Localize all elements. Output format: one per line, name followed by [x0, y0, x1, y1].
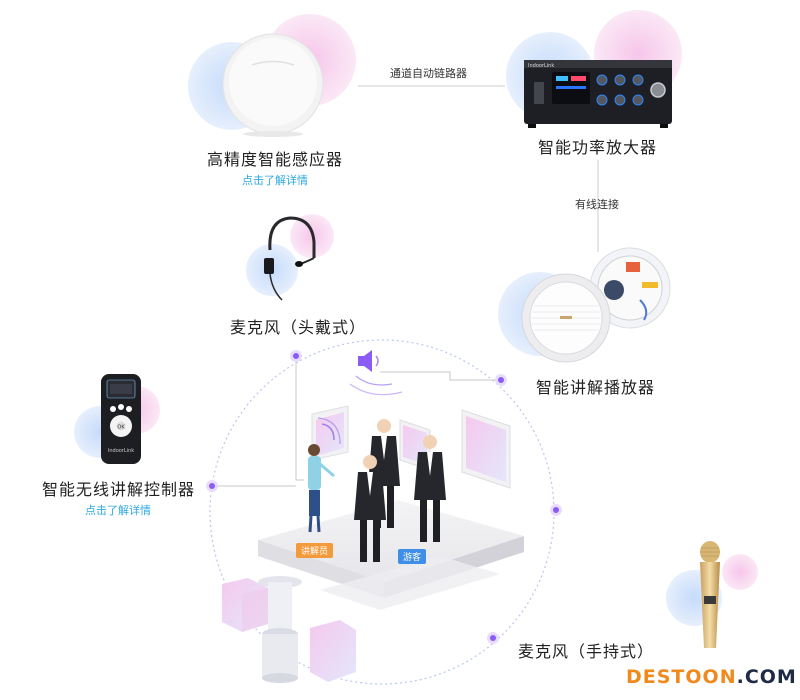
display-panel — [311, 405, 349, 461]
power-amplifier-icon: IndoorLink — [506, 10, 682, 128]
ok-button-label: OK — [117, 425, 125, 431]
circle-node-speaker — [495, 374, 507, 386]
visitor-figure — [414, 435, 446, 542]
circle-node-handheld — [487, 632, 499, 644]
circle-node-controller — [206, 480, 218, 492]
exhibition-floor — [258, 500, 524, 610]
ceiling-sensor-icon — [188, 14, 356, 137]
handheld-microphone-icon — [666, 541, 758, 648]
headset-microphone-icon — [246, 214, 334, 301]
connection-label-wired: 有线连接 — [575, 198, 619, 211]
controller-label: 智能无线讲解控制器 — [42, 480, 196, 499]
sensor-label: 高精度智能感应器 — [207, 150, 344, 169]
ceiling-speaker-icon — [498, 247, 671, 363]
handheld-mic-label: 麦克风（手持式） — [518, 642, 655, 661]
visitor-tag: 游客 — [398, 549, 427, 564]
connector-headset-scene — [295, 356, 304, 481]
connection-label-auto-link: 通道自动链路器 — [390, 67, 467, 80]
controller-brand: IndoorLink — [108, 448, 134, 454]
speaker-label: 智能讲解播放器 — [536, 378, 656, 397]
circle-node-headset — [290, 350, 302, 362]
display-block — [222, 578, 268, 632]
headset-mic-label: 麦克风（头戴式） — [230, 318, 367, 337]
display-pedestal — [258, 576, 302, 683]
amplifier-label: 智能功率放大器 — [538, 138, 658, 157]
remote-controller-icon: OK IndoorLink — [74, 374, 160, 464]
guide-figure — [308, 444, 335, 533]
amplifier-brand: IndoorLink — [528, 63, 554, 69]
display-panel — [461, 409, 511, 489]
visitor-figure — [354, 455, 386, 562]
watermark: DESTOON.COM — [626, 666, 797, 688]
sensor-details-link[interactable]: 点击了解详情 — [242, 174, 308, 187]
speaker-volume-icon — [349, 350, 403, 396]
watermark-part-a: DESTOON — [626, 666, 737, 688]
connector-speaker-scene — [380, 371, 500, 381]
guide-tag: 讲解员 — [296, 543, 334, 558]
circle-node-right — [550, 504, 562, 516]
watermark-part-b: .COM — [736, 666, 797, 688]
controller-details-link[interactable]: 点击了解详情 — [85, 504, 151, 517]
display-block — [310, 620, 356, 682]
